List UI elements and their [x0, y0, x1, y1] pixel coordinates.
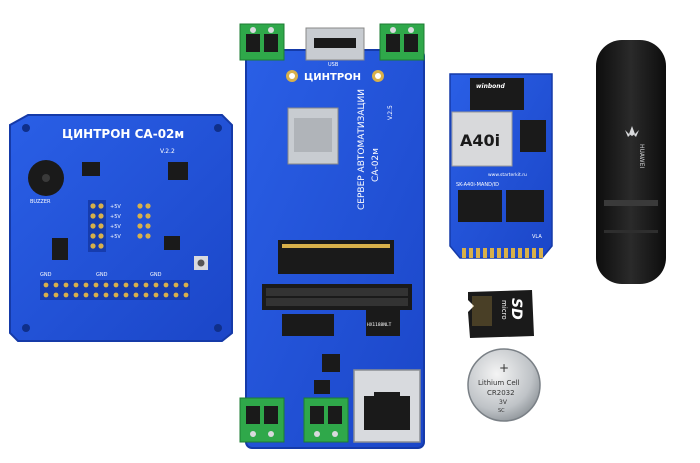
left-board: ЦИНТРОН СА-02м V.2.2 BUZZER +5V +5V +5V …: [9, 114, 233, 342]
pin-label: +5V: [110, 204, 121, 210]
pin-label: +5V: [110, 234, 121, 240]
chip: [52, 238, 68, 260]
center-brand: ЦИНТРОН: [304, 72, 361, 83]
chip: [314, 380, 330, 394]
gnd-label: GND: [96, 272, 108, 278]
usb-label: USB: [328, 62, 339, 68]
memory-chip: [506, 190, 544, 222]
center-pin-header: [262, 284, 412, 310]
som-footer: SK-A40i-MAND/ID: [456, 182, 499, 188]
huawei-logo-icon: [625, 126, 639, 137]
pin-label: +5V: [110, 224, 121, 230]
som-vla: VLA: [532, 234, 542, 240]
battery-line1: Lithium Cell: [478, 379, 520, 387]
terminal-a-label: A: [372, 43, 377, 50]
chip: [366, 310, 400, 336]
gold-pin-block: [88, 200, 151, 252]
terminal-b-label: B: [288, 43, 292, 50]
battery-line2: CR2032: [487, 389, 515, 397]
cpu-label: A40i: [460, 131, 500, 150]
bottom-terminal-left: [239, 397, 285, 443]
sd-logo: SD: [508, 298, 524, 320]
chip: [322, 354, 340, 372]
usb-port: [305, 27, 365, 61]
chip: [82, 162, 100, 176]
coin-battery: + Lithium Cell CR2032 3V SC: [467, 348, 541, 422]
usb-modem: HUAWEI: [596, 40, 666, 284]
chip-label: HX1188NLT: [367, 322, 392, 328]
left-board-title: ЦИНТРОН СА-02м: [62, 127, 184, 141]
battery-line3: 3V: [499, 399, 508, 406]
som-brand: winbond: [476, 83, 506, 90]
gnd-label: GND: [40, 272, 52, 278]
som-site: www.starterkit.ru: [488, 172, 527, 178]
buzzer-label: BUZZER: [30, 199, 51, 205]
battery-line4: SC: [498, 408, 505, 414]
pin-header: [40, 280, 190, 300]
memory-chip: [458, 190, 502, 222]
som-module: winbond A40i www.starterkit.ru SK-A40i-M…: [449, 73, 553, 259]
cpu-chip: [451, 111, 513, 167]
edge-connector: [462, 248, 543, 258]
battery-plus: +: [499, 361, 509, 375]
battery-holder: [282, 314, 334, 336]
chip: [520, 120, 546, 152]
center-model: СА-02м: [371, 148, 381, 182]
sd-sub: micro: [500, 300, 508, 320]
bottom-terminal-right: [303, 397, 349, 443]
center-board: B USB A ЦИНТРОН СЕРВЕР АВТОМАТИЗАЦИИ СА-…: [239, 23, 425, 449]
micro-sd-card: SD micro: [468, 290, 534, 338]
modem-brand: HUAWEI: [638, 144, 645, 168]
chip: [168, 162, 188, 180]
rj45-port: [353, 369, 421, 443]
top-terminal-left: [239, 23, 285, 61]
top-terminal-right: [379, 23, 425, 61]
memory-chip: [470, 78, 524, 110]
pin-label: +5V: [110, 214, 121, 220]
chip: [164, 236, 180, 250]
left-board-version: V.2.2: [160, 148, 175, 155]
gnd-label: GND: [150, 272, 162, 278]
center-title: СЕРВЕР АВТОМАТИЗАЦИИ: [357, 89, 367, 210]
center-version: V.2.5: [387, 105, 394, 120]
